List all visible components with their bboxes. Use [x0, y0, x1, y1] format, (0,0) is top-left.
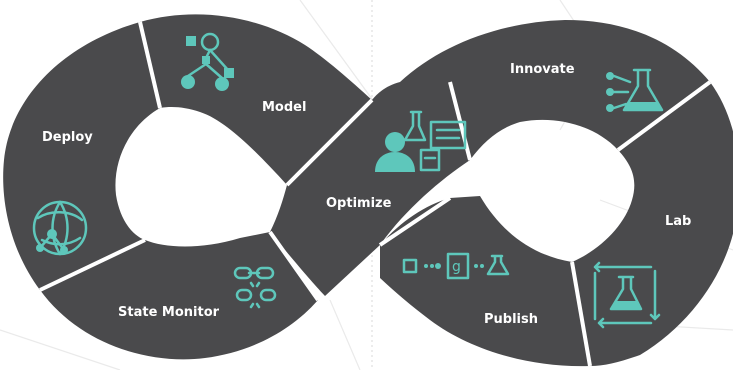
- flask-nodes-icon: [606, 68, 664, 112]
- segment-deploy[interactable]: [3, 22, 160, 290]
- segment-lab[interactable]: [572, 82, 733, 366]
- segment-innovate[interactable]: [400, 20, 710, 160]
- model-tree-icon: [181, 32, 234, 91]
- label-optimize: Optimize: [326, 196, 392, 211]
- segment-state-monitor[interactable]: [40, 232, 318, 360]
- svg-text:g: g: [452, 259, 461, 275]
- label-lab: Lab: [665, 214, 691, 229]
- label-deploy: Deploy: [42, 130, 93, 145]
- segment-model[interactable]: [140, 14, 372, 185]
- user-flask-dashboard-icon: [375, 110, 467, 172]
- segment-publish[interactable]: [380, 196, 590, 367]
- segment-optimize[interactable]: [270, 82, 470, 296]
- label-innovate: Innovate: [510, 62, 575, 77]
- publish-pipeline-icon: g: [402, 252, 510, 280]
- infinity-ribbon: [3, 14, 733, 367]
- globe-network-icon: [32, 200, 88, 256]
- flask-cycle-icon: [593, 261, 661, 329]
- label-state-monitor: State Monitor: [118, 305, 220, 320]
- link-break-icon: [233, 266, 277, 309]
- label-publish: Publish: [484, 312, 538, 327]
- label-model: Model: [262, 100, 306, 115]
